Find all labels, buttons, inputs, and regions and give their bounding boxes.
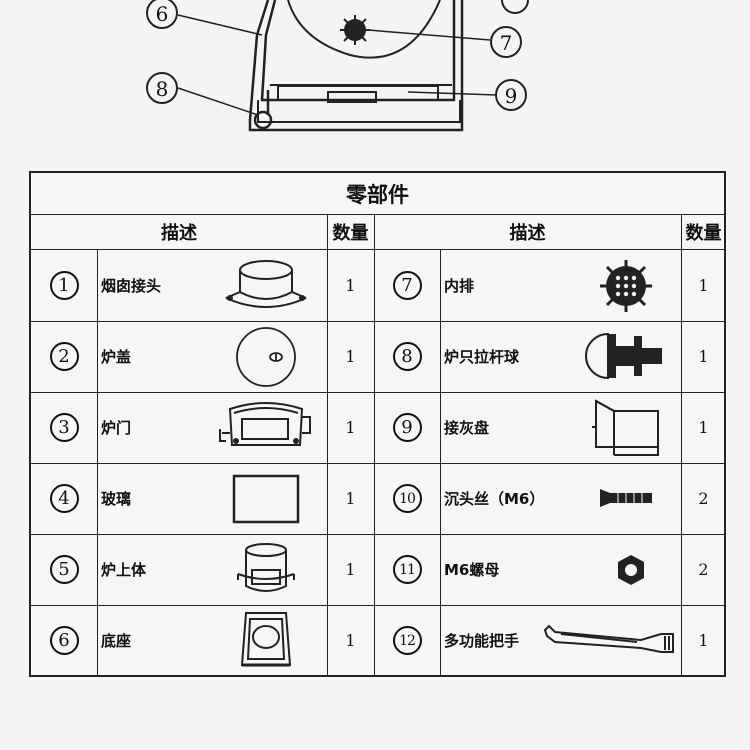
part-number: 12: [374, 605, 440, 676]
part-quantity: 1: [698, 631, 709, 650]
stove-door-icon: [211, 395, 321, 460]
glass-panel-icon: [221, 469, 311, 529]
part-quantity: 1: [345, 276, 356, 295]
pull-rod-ball-icon: [571, 323, 676, 389]
part-name: 多功能把手: [444, 632, 520, 650]
row-divider: [31, 392, 724, 393]
inner-grate-icon: [576, 253, 676, 319]
part-number: 7: [374, 250, 440, 321]
part-number: 5: [31, 534, 97, 605]
row-divider: [31, 321, 724, 322]
part-number: 9: [374, 392, 440, 463]
part-quantity: 2: [698, 489, 709, 508]
part-number: 4: [31, 463, 97, 534]
part-number: 3: [31, 392, 97, 463]
table-title: 零部件: [31, 173, 724, 215]
part-quantity: 2: [698, 560, 709, 579]
part-name: 沉头丝（M6）: [444, 490, 545, 508]
part-name: 炉门: [101, 419, 132, 437]
part-quantity: 1: [345, 347, 356, 366]
base-icon: [216, 607, 316, 673]
part-quantity: 1: [345, 560, 356, 579]
row-divider: [31, 463, 724, 464]
part-number: 1: [31, 250, 97, 321]
part-name: 炉上体: [101, 561, 147, 579]
part-number: 6: [31, 605, 97, 676]
callout-6: 6: [156, 2, 169, 26]
part-quantity: 1: [698, 276, 709, 295]
chimney-connector-icon: [211, 253, 321, 318]
part-name: 底座: [101, 632, 132, 650]
header-quantity-right: 数量: [681, 215, 726, 250]
ash-tray-icon: [576, 395, 676, 461]
part-number: 10: [374, 463, 440, 534]
row-divider: [31, 605, 724, 606]
part-quantity: 1: [345, 489, 356, 508]
part-quantity: 1: [698, 418, 709, 437]
header-description-right: 描述: [374, 215, 681, 250]
callout-8: 8: [156, 77, 169, 101]
countersunk-screw-icon: [586, 473, 666, 523]
stove-diagram: 6 7 8 9: [146, 0, 529, 132]
stove-lid-icon: [221, 323, 311, 391]
multi-function-handle-icon: [539, 618, 679, 662]
stove-upper-body-icon: [216, 537, 316, 602]
header-quantity-left: 数量: [327, 215, 374, 250]
part-quantity: 1: [345, 631, 356, 650]
part-name: 玻璃: [101, 490, 132, 508]
column-divider: [327, 215, 328, 675]
column-divider: [374, 215, 375, 675]
header-description-left: 描述: [31, 215, 327, 250]
parts-table: 零部件 描述 数量 描述 数量 1 烟囱接头 1 2 炉盖 1 3 炉门: [29, 171, 726, 677]
part-name: 炉盖: [101, 348, 132, 366]
part-name: M6螺母: [444, 561, 500, 579]
column-divider: [681, 215, 682, 675]
callout-9: 9: [505, 84, 518, 108]
part-number: 11: [374, 534, 440, 605]
part-quantity: 1: [345, 418, 356, 437]
column-divider: [97, 250, 98, 675]
part-number: 2: [31, 321, 97, 392]
part-name: 接灰盘: [444, 419, 490, 437]
part-name: 烟囱接头: [101, 277, 162, 295]
part-number: 8: [374, 321, 440, 392]
part-quantity: 1: [698, 347, 709, 366]
part-name: 炉只拉杆球: [444, 348, 520, 366]
column-divider: [440, 250, 441, 675]
callout-7: 7: [500, 31, 513, 55]
m6-nut-icon: [601, 545, 661, 595]
part-name: 内排: [444, 277, 475, 295]
row-divider: [31, 534, 724, 535]
